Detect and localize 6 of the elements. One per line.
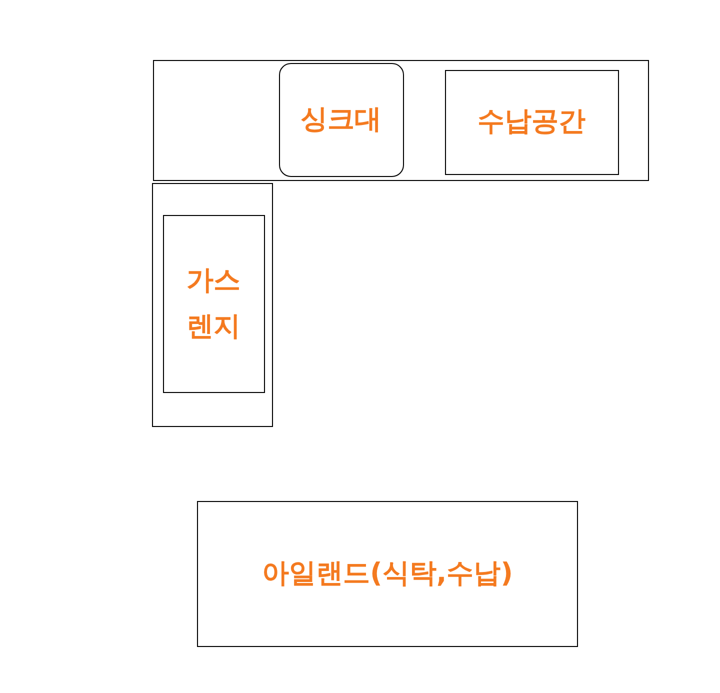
counter-box <box>152 183 273 427</box>
island-box: 아일랜드(식탁,수납) <box>197 501 578 647</box>
storage-box: 수납공간 <box>444 70 618 174</box>
counter-box <box>153 60 649 181</box>
stove-box: 가스 렌지 <box>162 214 264 392</box>
sink-box: 싱크대 <box>278 62 404 176</box>
